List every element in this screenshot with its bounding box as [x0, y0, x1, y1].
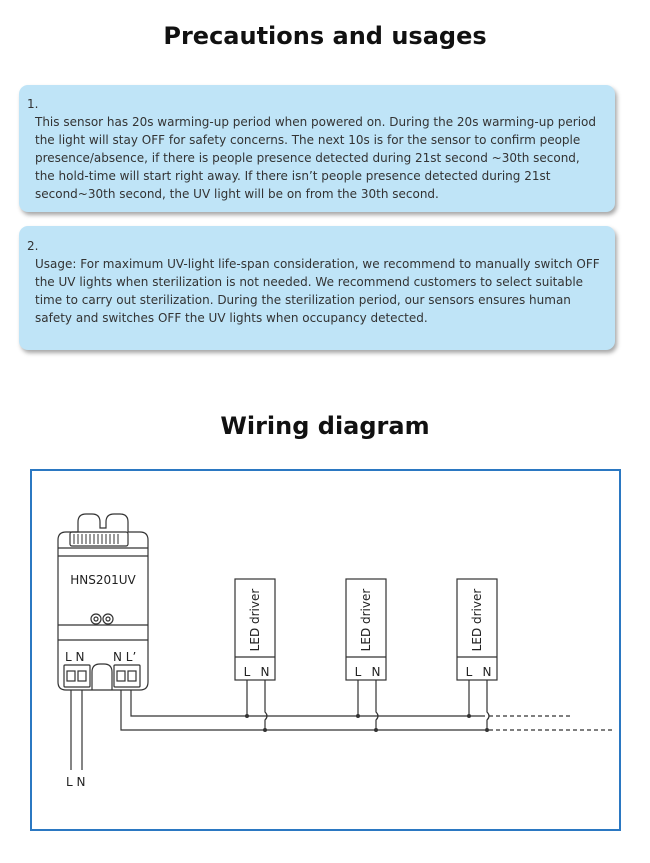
card-number: 2.	[27, 239, 39, 253]
precaution-card-1: 1. This sensor has 20s warming-up period…	[19, 85, 615, 212]
card-text: Usage: For maximum UV-light life-span co…	[35, 257, 600, 325]
precaution-card-2: 2. Usage: For maximum UV-light life-span…	[19, 226, 615, 350]
wiring-diagram-frame	[30, 469, 621, 831]
precautions-heading: Precautions and usages	[163, 22, 487, 50]
card-text: This sensor has 20s warming-up period wh…	[35, 115, 596, 201]
wiring-heading: Wiring diagram	[220, 412, 430, 440]
card-number: 1.	[27, 97, 39, 111]
